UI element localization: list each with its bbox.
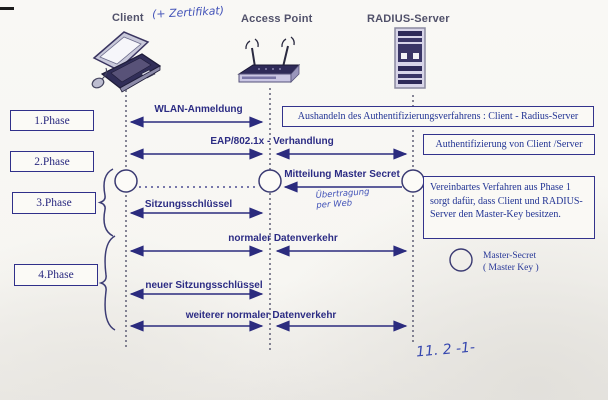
message-arrows (129, 116, 408, 332)
legend-master-secret: Master-Secret ( Master Key ) (483, 250, 539, 275)
handwritten-uebertragung-note: Übertragung per Web (315, 187, 370, 211)
note-box-vereinbartes-verfahren: Vereinbartes Verfahren aus Phase 1 sorgt… (423, 176, 595, 239)
actor-label-access-point: Access Point (241, 13, 313, 25)
wireless-router-icon (237, 36, 301, 83)
legend-line2: ( Master Key ) (483, 263, 539, 274)
note-box-aushandeln: Aushandeln des Authentifizierungsverfahr… (282, 106, 594, 127)
note-box-authentifizierung: Authentifizierung von Client /Server (423, 134, 595, 155)
brace-phase-4 (98, 235, 116, 331)
master-secret-circle-client (114, 169, 138, 193)
legend-line1: Master-Secret (483, 251, 537, 261)
scan-artifact-mark (0, 7, 14, 10)
brace-phase-3 (97, 168, 114, 237)
message-label-eap-verhandlung: EAP/802.1x - Verhandlung (210, 136, 334, 147)
message-label-normaler-datenverkehr: normaler Datenverkehr (228, 233, 338, 244)
master-secret-circle-radius (401, 169, 425, 193)
message-label-weiterer-datenverkehr: weiterer normaler Datenverkehr (185, 310, 337, 321)
message-label-sitzungsschluessel: Sitzungsschlüssel (144, 199, 233, 210)
phase-box-1: 1.Phase (10, 110, 94, 131)
phase-box-2: 2.Phase (10, 151, 94, 172)
master-secret-circle-ap (258, 169, 282, 193)
phase-braces (97, 168, 116, 331)
phase-box-4: 4.Phase (14, 264, 98, 286)
message-label-neuer-sitzungsschluessel: neuer Sitzungsschlüssel (145, 280, 263, 291)
message-label-wlan-anmeldung: WLAN-Anmeldung (154, 104, 243, 115)
legend-circle (449, 248, 473, 272)
master-secret-circles (114, 169, 425, 193)
phase-box-3: 3.Phase (12, 192, 96, 214)
actor-label-client: Client (112, 12, 144, 24)
actor-label-radius-server: RADIUS-Server (367, 13, 450, 25)
server-tower-icon (394, 27, 426, 89)
laptop-icon (91, 31, 162, 93)
lifelines (125, 88, 414, 350)
message-label-mitteilung-master-secret: Mitteilung Master Secret (284, 169, 400, 180)
